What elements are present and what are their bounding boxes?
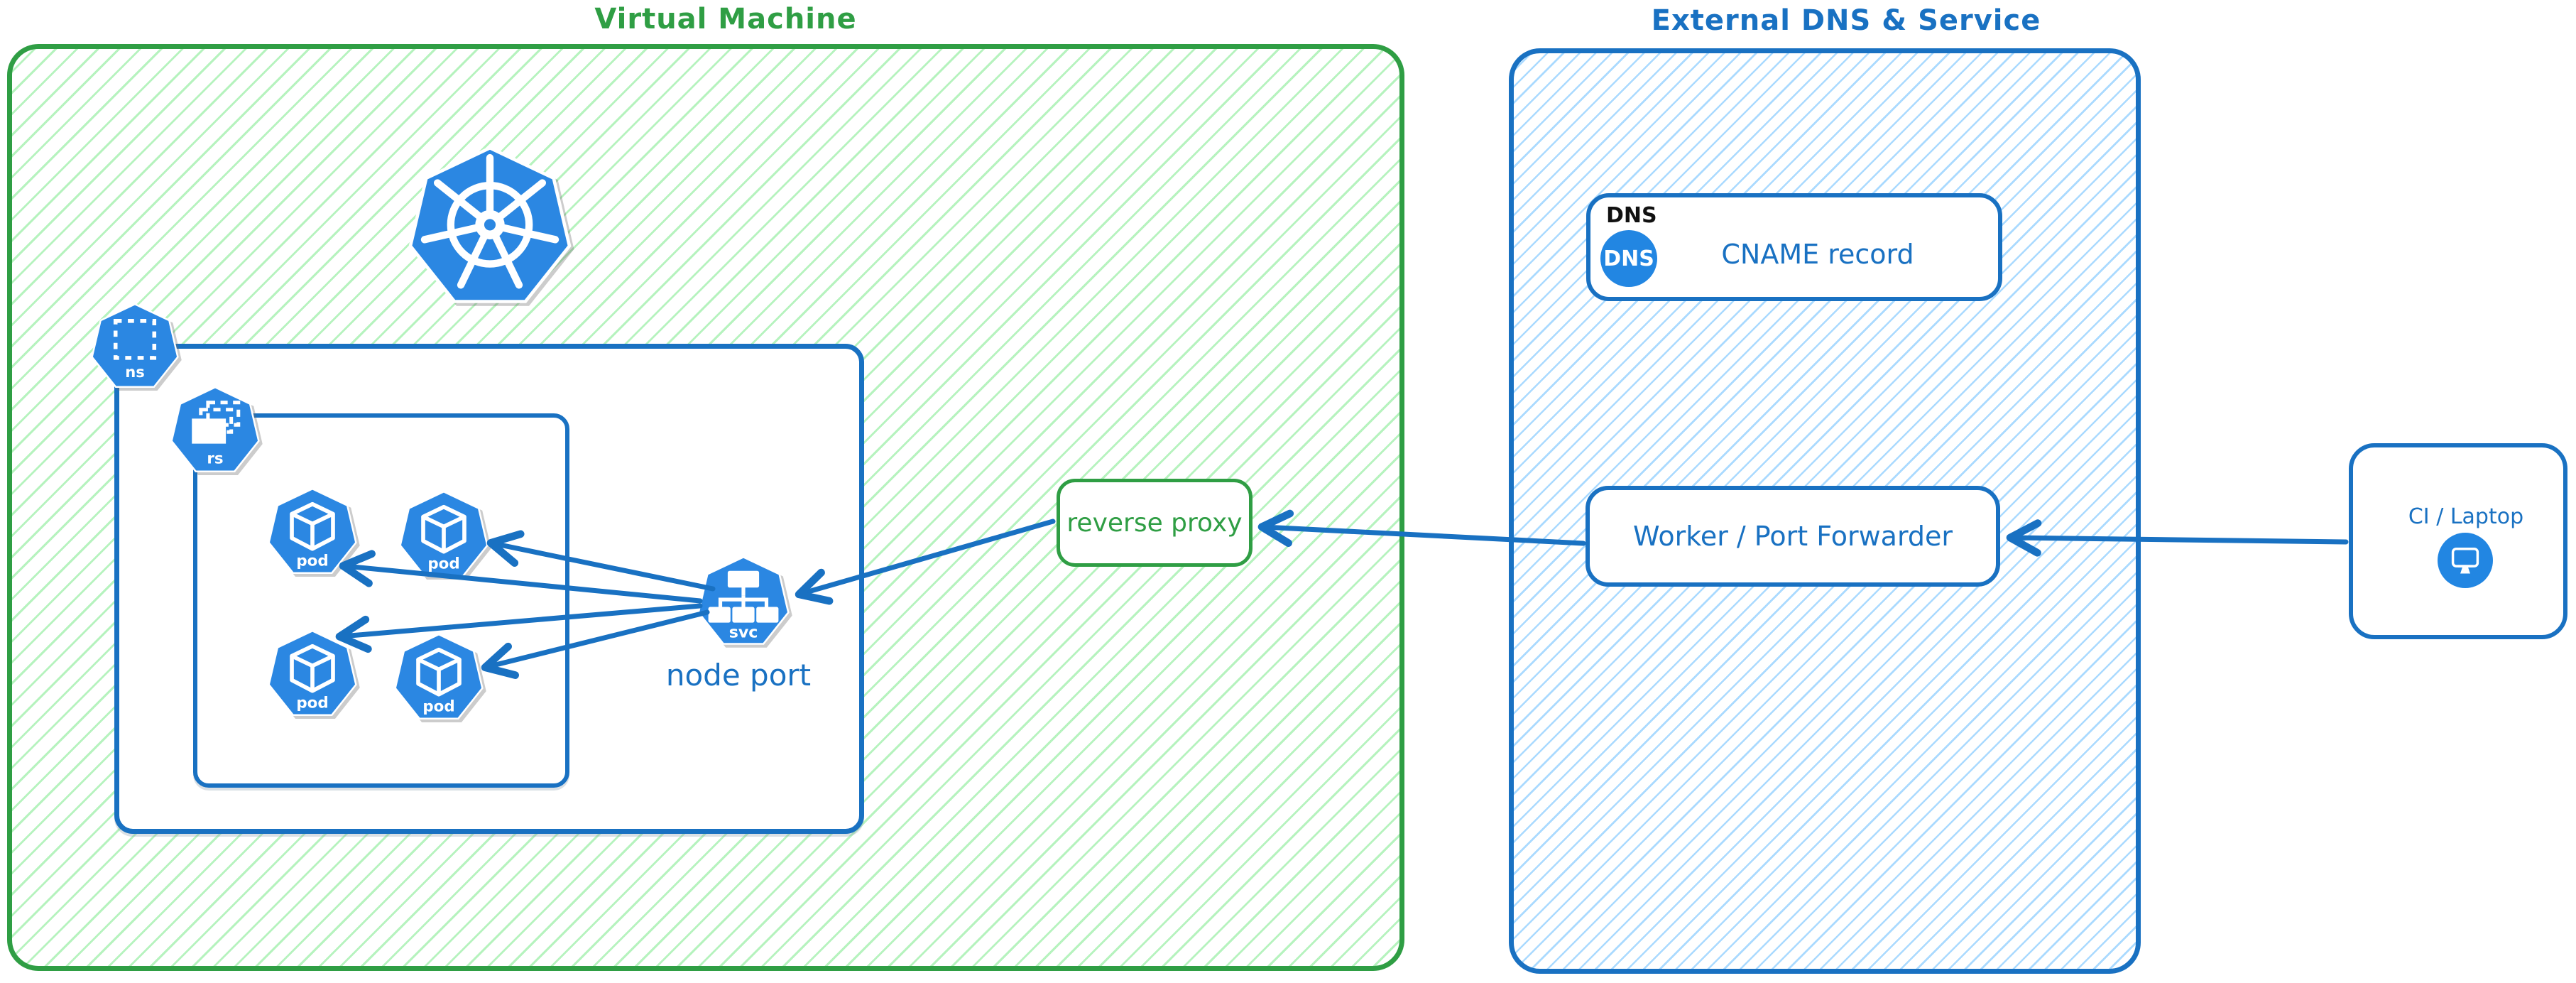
ci-laptop-label: CI / Laptop <box>2408 504 2524 529</box>
worker-label: Worker / Port Forwarder <box>1632 521 1953 552</box>
monitor-badge <box>2438 533 2493 588</box>
monitor-icon <box>2451 548 2479 574</box>
worker-card: Worker / Port Forwarder <box>1586 486 2000 587</box>
pod-icon: pod <box>268 487 357 574</box>
replicaset-icon-label: rs <box>207 450 223 467</box>
replicaset-icon: rs <box>170 386 260 472</box>
cname-record-label: CNAME record <box>1721 239 1914 270</box>
virtual-machine-title: Virtual Machine <box>594 3 857 36</box>
kubernetes-logo-icon <box>408 146 572 303</box>
pod-icon: pod <box>399 490 489 577</box>
pod-icon-label: pod <box>422 698 454 716</box>
dns-card <box>1586 193 2002 301</box>
service-icon: svc <box>697 555 790 645</box>
service-icon-label: svc <box>729 623 758 641</box>
pod-icon: pod <box>394 633 484 719</box>
pod-icon-label: pod <box>427 555 459 573</box>
dns-badge-icon: DNS <box>1600 230 1657 287</box>
pod-icon: pod <box>268 629 357 716</box>
node-port-label: node port <box>665 658 812 693</box>
namespace-icon-label: ns <box>125 363 145 381</box>
dns-card-tag: DNS <box>1606 203 1657 228</box>
reverse-proxy-label: reverse proxy <box>1066 508 1243 538</box>
namespace-icon: ns <box>91 303 179 389</box>
external-dns-title: External DNS & Service <box>1651 4 2041 37</box>
reverse-proxy-card: reverse proxy <box>1057 479 1252 567</box>
pod-icon-label: pod <box>296 695 328 712</box>
pod-icon-label: pod <box>296 553 328 570</box>
